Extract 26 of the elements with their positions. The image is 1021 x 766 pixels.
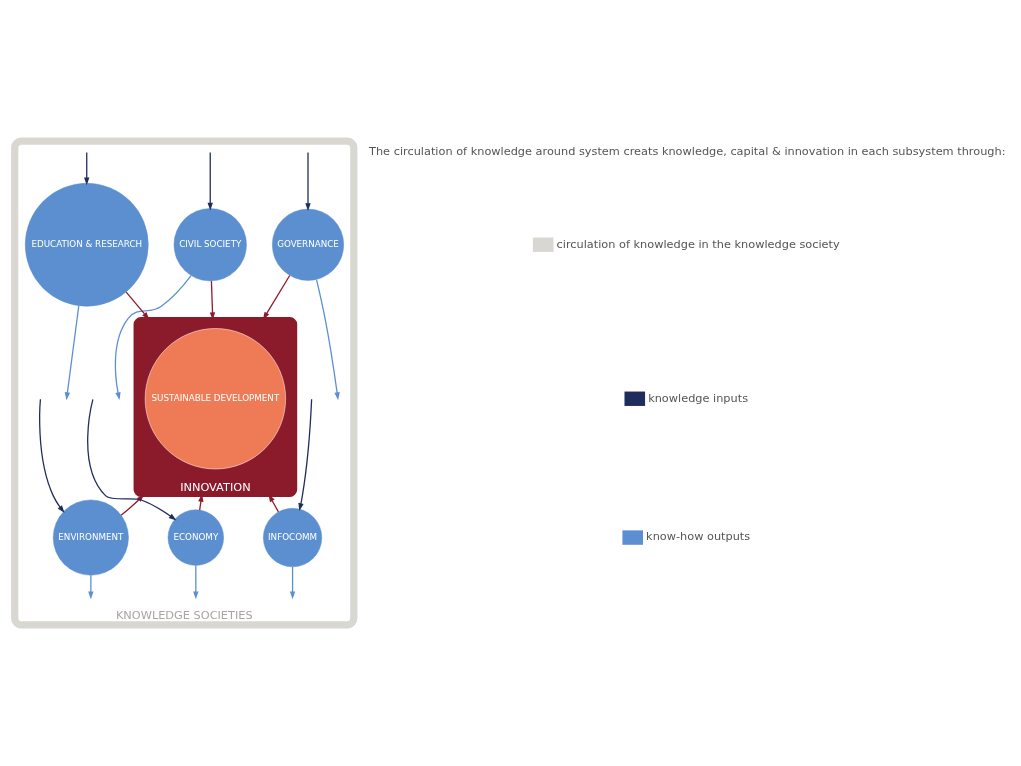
node-circle: GOVERNANCE [272, 208, 344, 281]
legend-label: circulation of knowledge in the knowledge society [556, 236, 840, 251]
legend-label: knowledge inputs [648, 390, 749, 405]
arrow [114, 275, 192, 401]
arrow [125, 291, 150, 320]
label: The circulation of knowledge around system creats knowledge, capital & innovation in each subsystem through: [369, 143, 1006, 158]
legend-label: know-how outputs [646, 529, 751, 544]
arrow [84, 151, 90, 186]
arrow [120, 494, 145, 516]
arrow [88, 574, 94, 600]
arrow [262, 274, 291, 320]
arrow [315, 278, 340, 401]
arrow [289, 566, 296, 600]
arrow [193, 564, 199, 600]
arrow [207, 151, 213, 211]
arrow [305, 151, 311, 211]
arrow [64, 305, 80, 401]
node-circle: SUSTAINABLE DEVELOPMENT [144, 328, 286, 470]
node-circle: INFOCOMM [263, 508, 323, 568]
node-circle: CIVIL SOCIETY [173, 208, 247, 282]
arrow [39, 398, 65, 514]
arrow [268, 494, 280, 513]
node-circle: EDUCATION & RESEARCH [24, 182, 149, 307]
arrow [298, 398, 313, 511]
node-circle: ENVIRONMENT [52, 499, 129, 576]
arrow [87, 398, 177, 521]
